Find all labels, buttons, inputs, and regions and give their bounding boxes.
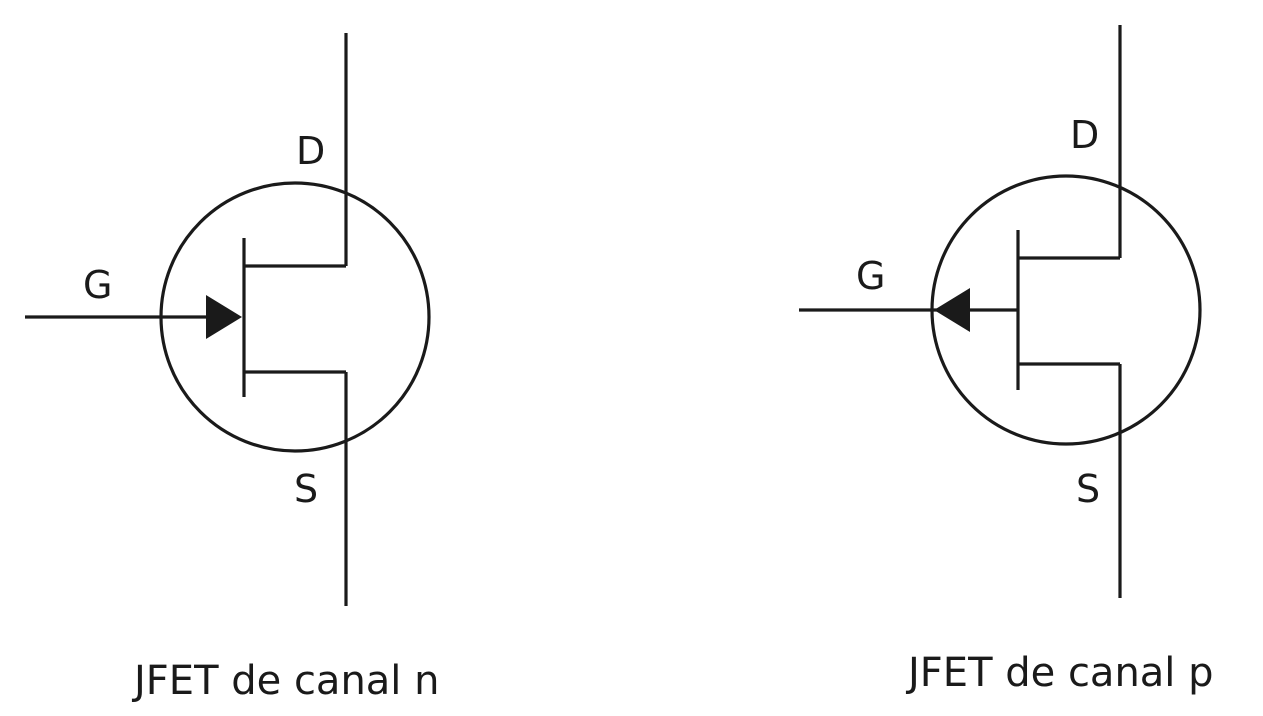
n-jfet-gate-arrow-icon [206,295,242,339]
p-jfet-caption: JFET de canal p [905,650,1214,696]
n-jfet-caption: JFET de canal n [131,658,440,704]
p-jfet-gate-arrow-icon [934,288,970,332]
jfet-p-channel-symbol: G D S JFET de canal p [799,25,1214,696]
p-jfet-source-label: S [1076,467,1100,511]
p-jfet-drain-label: D [1070,113,1099,157]
n-jfet-gate-label: G [83,263,112,307]
p-jfet-gate-label: G [856,254,885,298]
n-jfet-source-label: S [294,467,318,511]
jfet-n-channel-symbol: G D S JFET de canal n [25,33,440,704]
n-jfet-drain-label: D [296,129,325,173]
